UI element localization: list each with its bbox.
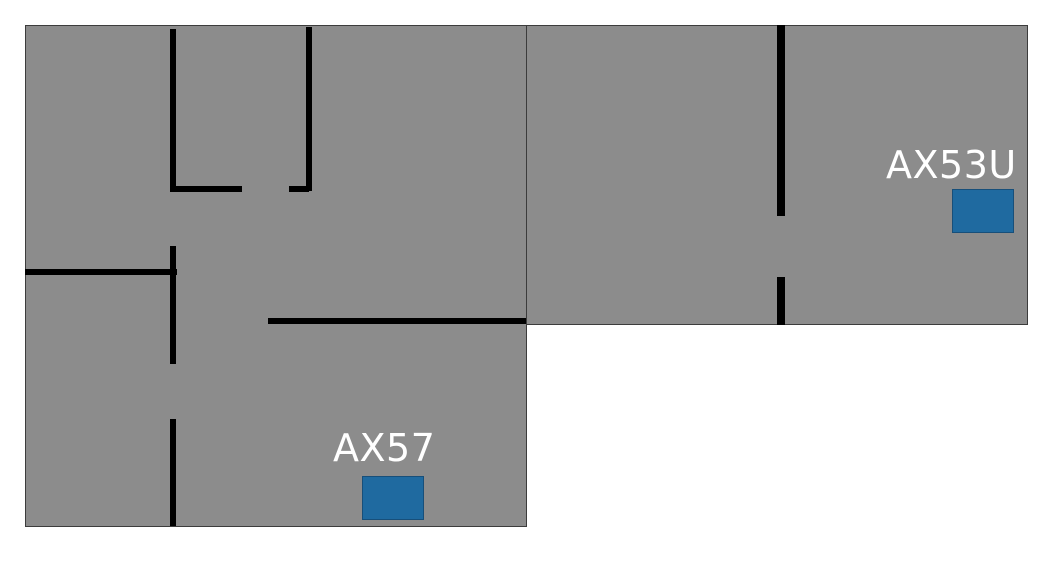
wall-horizontal-upper-mid-stub <box>289 186 309 192</box>
wall-vertical-lower-left <box>170 419 176 526</box>
wall-horizontal-upper-left <box>170 186 242 192</box>
wall-vertical-upper-left <box>170 29 176 191</box>
marker-ax53u[interactable] <box>952 189 1014 233</box>
wall-vertical-right-upper <box>777 25 785 216</box>
marker-label-ax57: AX57 <box>333 426 436 470</box>
wall-vertical-right-lower <box>777 277 785 325</box>
room-left <box>25 25 527 527</box>
wall-horizontal-mid-right <box>268 318 526 324</box>
wall-vertical-upper-mid <box>306 27 312 191</box>
wall-horizontal-left-edge <box>25 269 177 275</box>
marker-ax57[interactable] <box>362 476 424 520</box>
marker-label-ax53u: AX53U <box>886 143 1017 187</box>
wall-vertical-mid-left <box>170 246 176 364</box>
